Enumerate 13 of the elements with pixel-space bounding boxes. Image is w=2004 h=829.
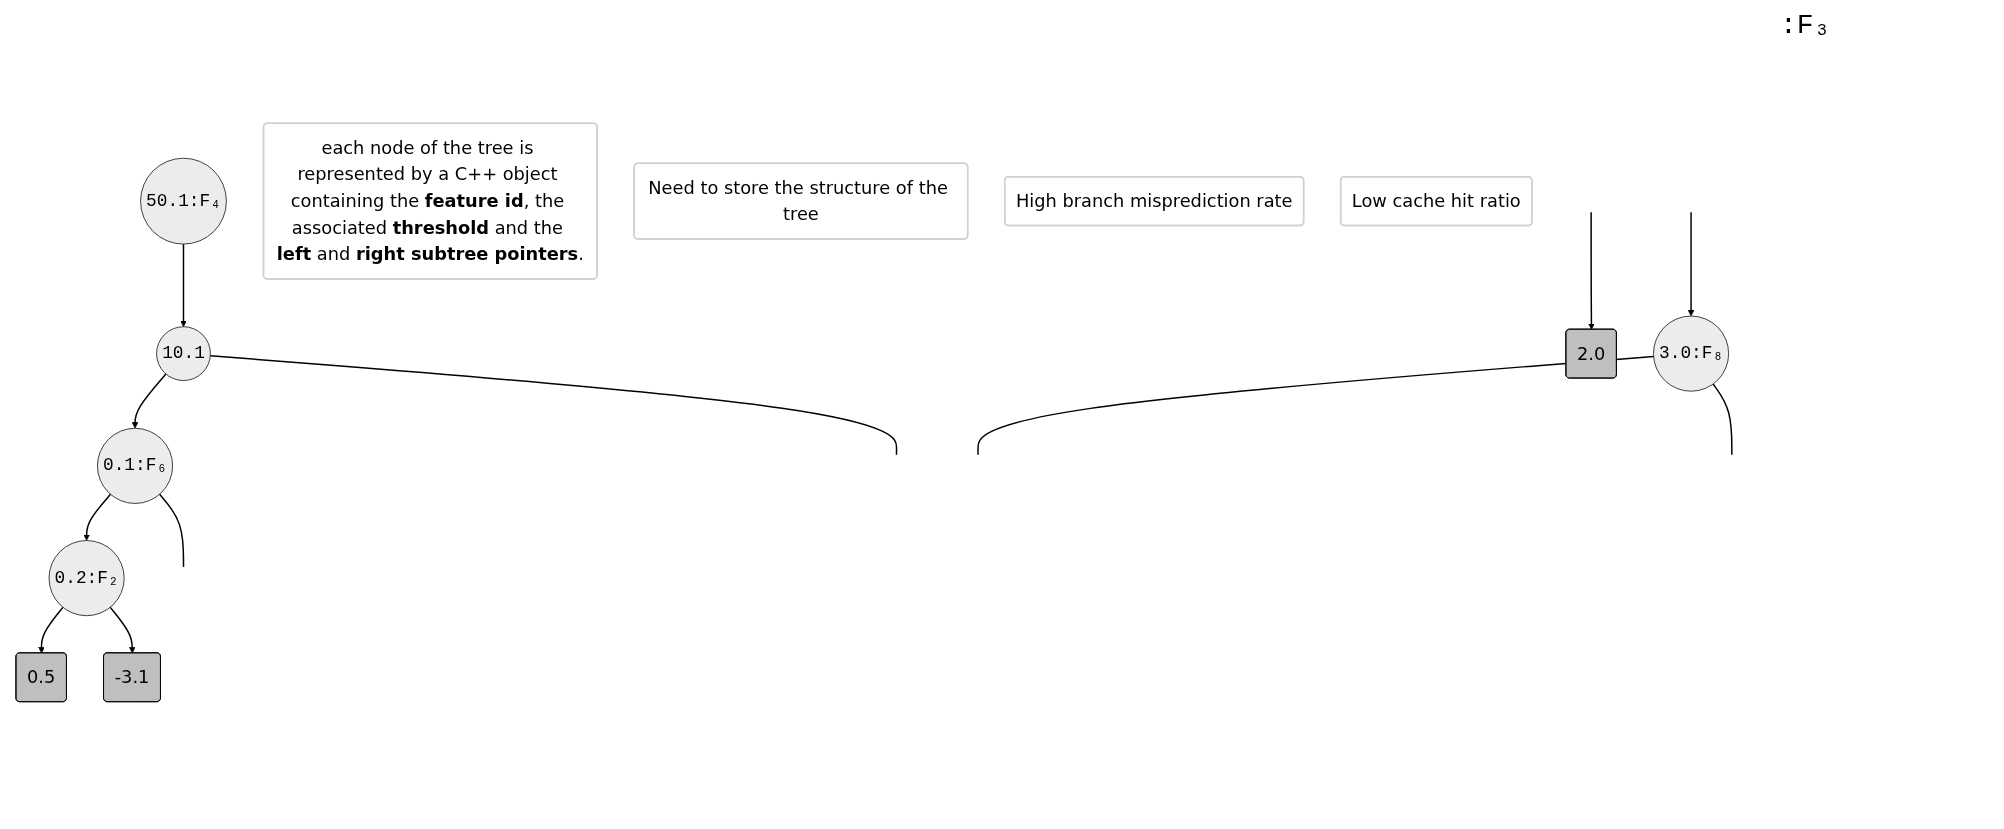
arrow: [131, 373, 167, 429]
arrow: [83, 493, 112, 541]
node-circle: 0.1:F₆: [97, 427, 173, 504]
node-circle: 50.1:F₄: [140, 157, 227, 245]
arrow: [1687, 211, 1695, 317]
arrow: [180, 243, 187, 327]
threshold-label: :F₃: [1780, 10, 1831, 41]
node-circle: 3.0:F₈: [1653, 315, 1729, 392]
arrow: [38, 606, 64, 654]
node-circle: 10.1: [156, 326, 211, 381]
node-circle: 0.2:F₂: [48, 540, 125, 617]
arrow: [1588, 211, 1595, 330]
arrow: [109, 606, 136, 654]
